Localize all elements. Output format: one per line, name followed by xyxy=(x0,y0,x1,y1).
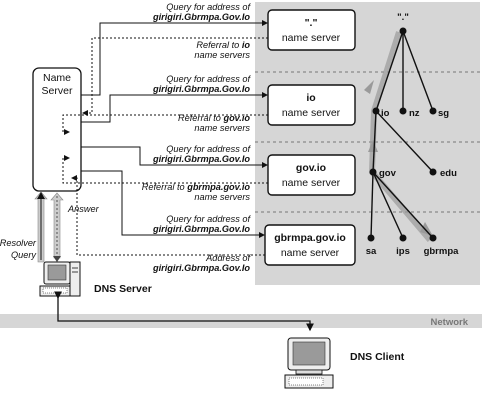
govio-server-role: name server xyxy=(282,177,341,189)
name-server-label: Name xyxy=(43,72,71,84)
network-connection xyxy=(54,291,314,332)
referral-arrow-io xyxy=(82,37,268,116)
root-server-role: name server xyxy=(282,32,341,44)
svg-text:Query for address of: Query for address of xyxy=(166,144,251,154)
svg-text:Address of: Address of xyxy=(205,253,251,263)
svg-text:Referral to gov.io: Referral to gov.io xyxy=(178,113,250,123)
query-label-1: Query for address of girigiri.Gbrmpa.Gov… xyxy=(152,2,251,22)
tree-label-ips: ips xyxy=(396,246,410,257)
tree-label-sa: sa xyxy=(366,246,377,257)
tree-label-nz: nz xyxy=(409,108,420,119)
svg-text:Referral to io: Referral to io xyxy=(196,40,250,50)
tree-label-gbrmpa: gbrmpa xyxy=(424,246,460,257)
namespace-tree-nodes xyxy=(367,27,437,242)
resolution-path-highlight xyxy=(364,31,433,242)
address-answer-arrow xyxy=(71,175,265,256)
io-server-name: io xyxy=(306,92,315,104)
referral-label-govio: Referral to gov.io name servers xyxy=(178,113,250,133)
svg-text:Query for address of: Query for address of xyxy=(166,214,251,224)
referral-label-gbrmpa: Referral to gbrmpa.gov.io name servers xyxy=(142,182,251,202)
dns-server-computer-icon xyxy=(39,261,81,297)
resolver-query-arrow xyxy=(34,191,48,263)
gbrmpa-name-server-box: gbrmpa.gov.io name server xyxy=(264,224,356,266)
root-name-server-box: "." name server xyxy=(267,9,356,51)
dns-client-label: DNS Client xyxy=(350,351,405,363)
svg-text:Query for address of: Query for address of xyxy=(166,74,251,84)
query-arrow-gbrmpa xyxy=(81,170,265,238)
tree-label-io: io xyxy=(381,108,390,119)
dns-server-label: DNS Server xyxy=(94,283,152,295)
svg-text:girigiri.Gbrmpa.Gov.Io: girigiri.Gbrmpa.Gov.Io xyxy=(152,12,250,22)
svg-text:girigiri.Gbrmpa.Gov.Io: girigiri.Gbrmpa.Gov.Io xyxy=(152,224,250,234)
query-label-3: Query for address of girigiri.Gbrmpa.Gov… xyxy=(152,144,251,164)
answer-arrow xyxy=(50,192,64,262)
dns-client-computer-icon xyxy=(284,337,334,389)
tree-label-edu: edu xyxy=(440,168,457,179)
address-label: Address of girigiri.Gbrmpa.Gov.Io xyxy=(152,253,251,273)
referral-arrow-gbrmpa xyxy=(62,155,268,184)
referral-arrow-govio xyxy=(62,114,268,135)
svg-text:name servers: name servers xyxy=(194,123,250,133)
name-server-label: Server xyxy=(42,85,73,97)
query-arrow-root xyxy=(81,20,268,96)
query-arrow-io xyxy=(81,92,268,123)
tree-label-root: "." xyxy=(397,12,409,23)
gbrmpa-server-role: name server xyxy=(281,247,340,259)
root-server-name: "." xyxy=(305,17,318,29)
query-label-4: Query for address of girigiri.Gbrmpa.Gov… xyxy=(152,214,251,234)
query-arrow-govio xyxy=(81,146,268,168)
govio-server-name: gov.io xyxy=(296,162,326,174)
io-name-server-box: io name server xyxy=(267,84,356,126)
network-label: Network xyxy=(431,317,469,328)
svg-text:Referral to gbrmpa.gov.io: Referral to gbrmpa.gov.io xyxy=(142,182,251,192)
svg-text:girigiri.Gbrmpa.Gov.Io: girigiri.Gbrmpa.Gov.Io xyxy=(152,263,250,273)
svg-text:name servers: name servers xyxy=(194,192,250,202)
svg-text:name servers: name servers xyxy=(194,50,250,60)
svg-text:girigiri.Gbrmpa.Gov.Io: girigiri.Gbrmpa.Gov.Io xyxy=(152,84,250,94)
govio-name-server-box: gov.io name server xyxy=(267,154,356,196)
resolver-query-label: Query xyxy=(11,250,37,260)
namespace-tree-edges xyxy=(370,30,434,239)
io-server-role: name server xyxy=(282,107,341,119)
tree-label-gov: gov xyxy=(379,168,397,179)
query-label-2: Query for address of girigiri.Gbrmpa.Gov… xyxy=(152,74,251,94)
svg-text:Query for address of: Query for address of xyxy=(166,2,251,12)
tree-label-sg: sg xyxy=(438,108,449,119)
answer-label: Answer xyxy=(67,204,100,214)
svg-text:girigiri.Gbrmpa.Gov.Io: girigiri.Gbrmpa.Gov.Io xyxy=(152,154,250,164)
gbrmpa-server-name: gbrmpa.gov.io xyxy=(274,232,346,244)
referral-label-io: Referral to io name servers xyxy=(194,40,250,60)
resolver-query-label: Resolver xyxy=(0,238,37,248)
